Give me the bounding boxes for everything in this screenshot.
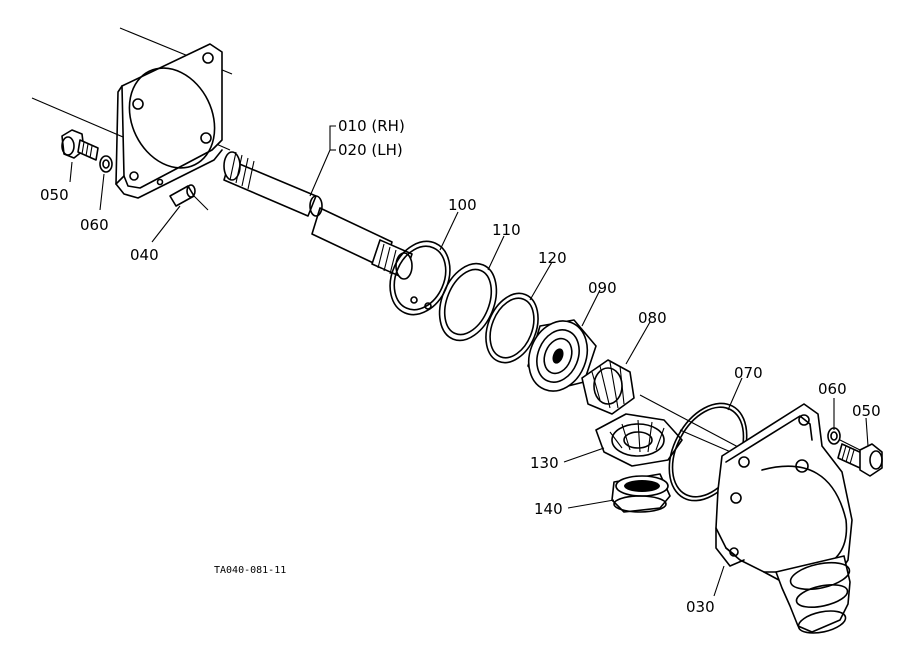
- label-050-right: 050: [852, 402, 881, 420]
- left-flange: [115, 43, 223, 199]
- gear-case-housing: [715, 403, 853, 634]
- label-030: 030: [686, 598, 715, 616]
- bolt-right: [837, 443, 883, 477]
- leader-lines: [69, 125, 869, 597]
- shim-ring: [438, 262, 498, 342]
- drawing-code: TA040-081-11: [214, 565, 286, 576]
- label-020-lh: 020 (LH): [338, 141, 403, 159]
- label-110: 110: [492, 221, 521, 239]
- oil-seal-ring: [485, 292, 539, 364]
- label-100: 100: [448, 196, 477, 214]
- label-130: 130: [530, 454, 559, 472]
- ball-bearing: [527, 319, 597, 392]
- washer-right: [827, 427, 841, 445]
- callout-labels: 010 (RH) 020 (LH) 050 060 040 100 110 12…: [40, 117, 881, 616]
- bolt-left: [61, 129, 99, 161]
- bevel-pinion-gear: [581, 359, 635, 415]
- label-080: 080: [638, 309, 667, 327]
- label-120: 120: [538, 249, 567, 267]
- washer-left: [99, 155, 113, 173]
- label-050-left: 050: [40, 186, 69, 204]
- roller-bearing: [611, 473, 671, 513]
- label-060-right: 060: [818, 380, 847, 398]
- label-070: 070: [734, 364, 763, 382]
- label-060-left: 060: [80, 216, 109, 234]
- label-090: 090: [588, 279, 617, 297]
- label-040: 040: [130, 246, 159, 264]
- label-140: 140: [534, 500, 563, 518]
- axle-shaft: [223, 151, 413, 280]
- dowel-pin: [169, 184, 209, 211]
- side-gear: [595, 413, 683, 467]
- label-010-rh: 010 (RH): [338, 117, 405, 135]
